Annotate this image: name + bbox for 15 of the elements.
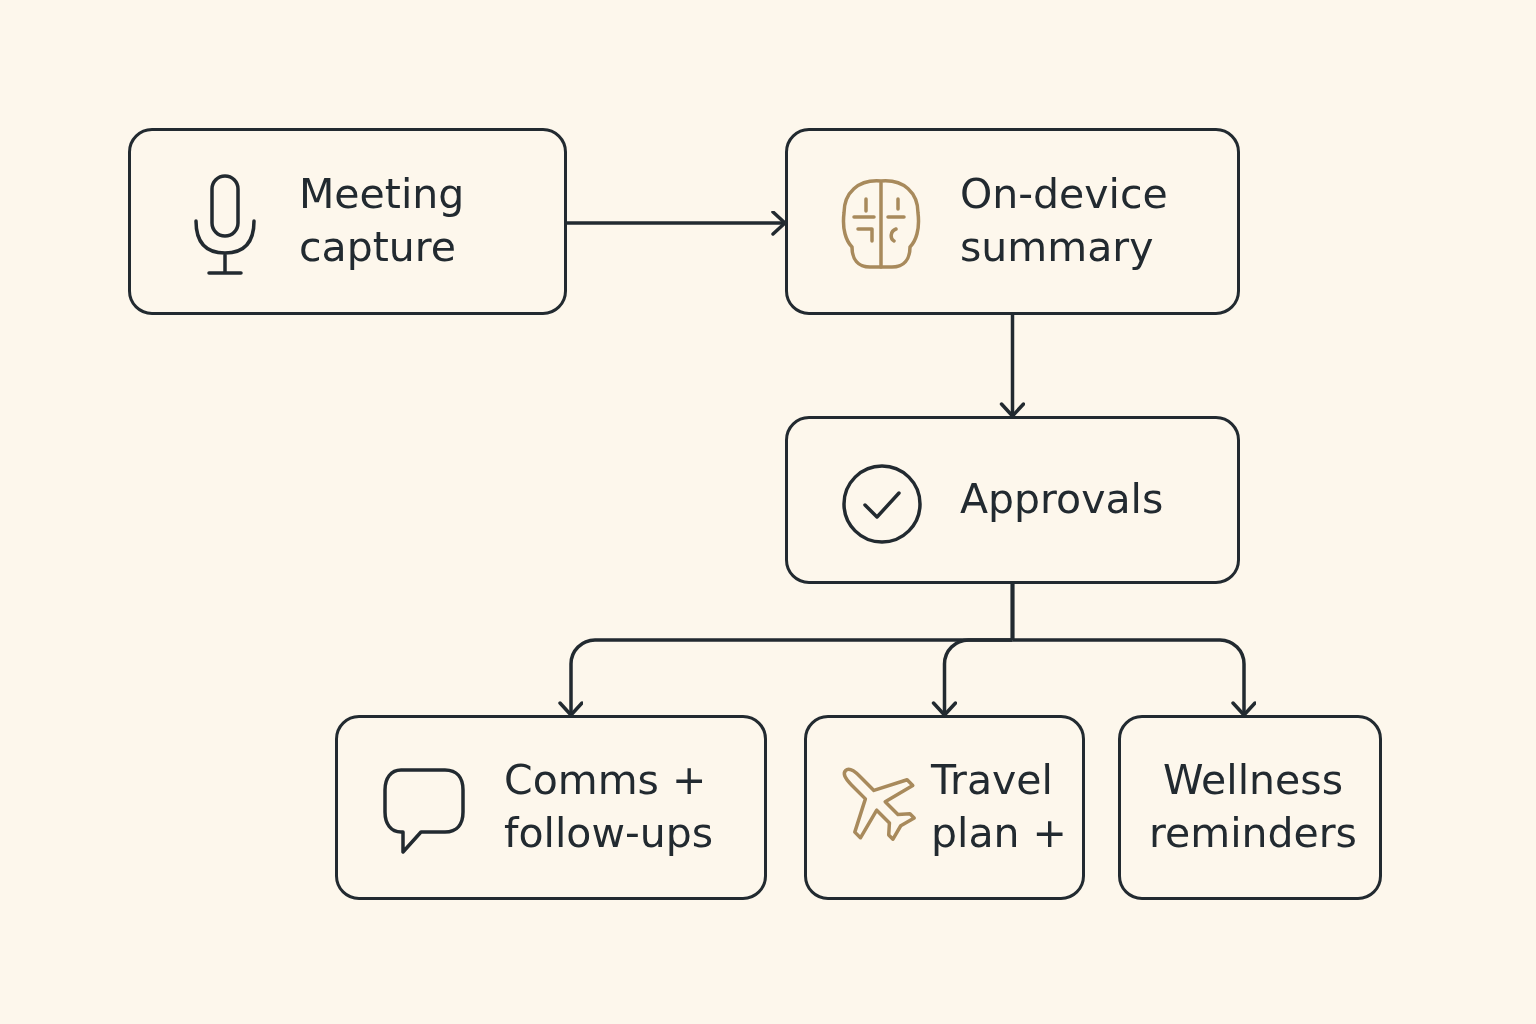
node-label: Meeting capture <box>299 169 466 273</box>
node-label: Comms + follow-ups <box>504 755 715 859</box>
arrow <box>567 210 787 236</box>
process-box <box>128 128 567 315</box>
process-box <box>1118 715 1382 900</box>
arrow <box>999 315 1026 418</box>
arrow <box>1010 582 1257 717</box>
process-box <box>785 128 1240 315</box>
node-label: Wellness reminders <box>1148 755 1358 859</box>
process-box <box>785 416 1240 584</box>
process-box <box>804 715 1085 900</box>
node-label: Travel plan + <box>931 755 1068 859</box>
node-label: Approvals <box>960 474 1165 525</box>
node-label: On-device summary <box>960 169 1169 273</box>
process-box <box>335 715 767 900</box>
